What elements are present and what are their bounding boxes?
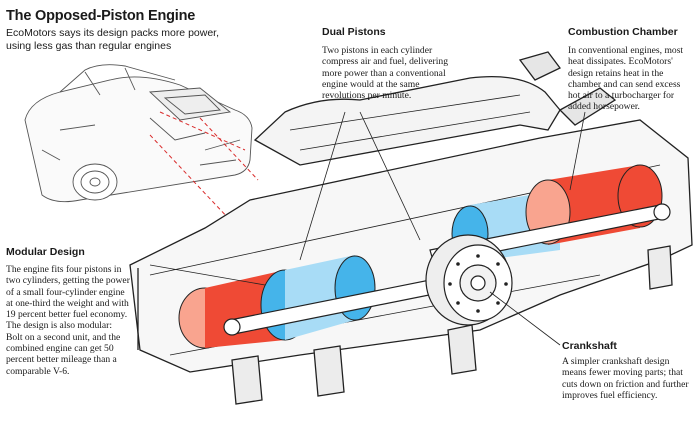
page-title: The Opposed-Piston Engine [6,8,196,24]
combustion-chamber-heading: Combustion Chamber [568,26,678,38]
dual-pistons-text: Two pistons in each cylinder compress ai… [322,45,449,102]
modular-design-heading: Modular Design [6,246,85,258]
modular-design-text: The engine fits four pistons in two cyli… [6,264,130,377]
car-sketch [24,64,253,203]
car-leader-lines [149,111,259,221]
pulley-bolts [448,254,508,313]
page-subtitle: EcoMotors says its design packs more pow… [6,27,220,52]
dual-pistons-heading: Dual Pistons [322,26,386,38]
crankshaft [425,234,513,326]
crankshaft-heading: Crankshaft [562,340,617,352]
combustion-chamber-text: In conventional engines, most heat dissi… [568,45,684,113]
callout-leaders [149,111,586,346]
crankshaft-text: A simpler crankshaft design means fewer … [562,356,689,401]
